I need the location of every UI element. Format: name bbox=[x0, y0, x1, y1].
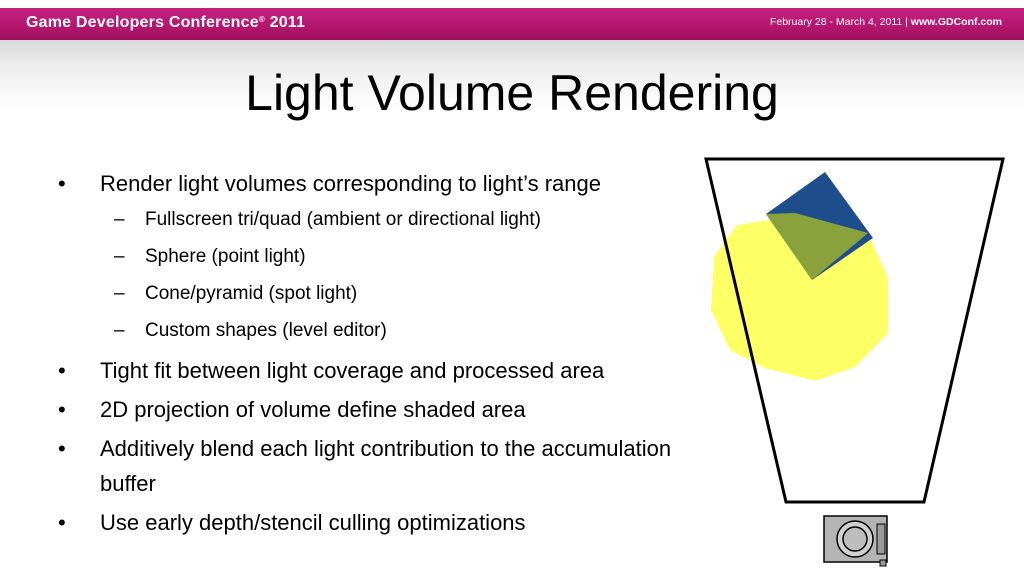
bullet-item: • Use early depth/stencil culling optimiz… bbox=[56, 505, 716, 540]
sub-bullet-text: Cone/pyramid (spot light) bbox=[145, 283, 358, 304]
dash-mark: – bbox=[114, 246, 125, 267]
bullet-text: Tight fit between light coverage and pro… bbox=[100, 358, 605, 383]
bullet-item: • Additively blend each light contributio… bbox=[56, 431, 716, 501]
light-overlap-area bbox=[766, 213, 868, 280]
registered-mark: ® bbox=[258, 15, 265, 24]
conference-dates: February 28 - March 4, 2011 | bbox=[769, 16, 911, 28]
bullet-mark: • bbox=[58, 397, 66, 422]
conference-name: Game Developers Conference bbox=[26, 14, 259, 31]
view-frustum bbox=[704, 157, 1005, 504]
bullet-item: • Tight fit between light coverage and pr… bbox=[56, 353, 716, 388]
slide-title: Light Volume Rendering bbox=[245, 65, 779, 121]
dash-mark: – bbox=[114, 209, 125, 230]
sub-bullet-text: Fullscreen tri/quad (ambient or directio… bbox=[145, 209, 542, 230]
bullet-text: Use early depth/stencil culling optimiza… bbox=[100, 510, 526, 535]
bullet-list: • Render light volumes corresponding to … bbox=[56, 166, 716, 544]
sub-bullet-list: –Fullscreen tri/quad (ambient or directi… bbox=[100, 201, 716, 349]
sub-bullet-item: –Sphere (point light) bbox=[56, 238, 716, 275]
bullet-mark: • bbox=[58, 358, 66, 383]
sub-bullet-item: –Custom shapes (level editor) bbox=[56, 312, 716, 349]
header-bar bbox=[0, 8, 1024, 40]
bullet-item: • Render light volumes corresponding to … bbox=[56, 166, 716, 349]
bullet-mark: • bbox=[58, 171, 66, 196]
dash-mark: – bbox=[114, 320, 125, 341]
bullet-text: 2D projection of volume define shaded ar… bbox=[100, 397, 526, 422]
conference-info: February 28 - March 4, 2011 | www.GDConf… bbox=[770, 16, 1002, 28]
bullet-mark: • bbox=[58, 510, 66, 535]
sub-bullet-text: Sphere (point light) bbox=[145, 246, 306, 267]
bullet-item: • 2D projection of volume define shaded a… bbox=[56, 392, 716, 427]
dash-mark: – bbox=[114, 283, 125, 304]
sub-bullet-item: –Cone/pyramid (spot light) bbox=[56, 275, 716, 312]
header-swoosh bbox=[0, 40, 1024, 110]
conference-url[interactable]: www.GDConf.com bbox=[910, 16, 1002, 28]
bullet-mark: • bbox=[58, 436, 66, 461]
conference-title: Game Developers Conference® 2011 bbox=[26, 14, 305, 32]
sub-bullet-item: –Fullscreen tri/quad (ambient or directi… bbox=[56, 201, 716, 238]
sub-bullet-text: Custom shapes (level editor) bbox=[145, 320, 387, 341]
bullet-text: Additively blend each light contribution… bbox=[100, 436, 672, 496]
light-volume-diagram bbox=[704, 157, 1005, 567]
bullet-text: Render light volumes corresponding to li… bbox=[100, 171, 601, 196]
camera-icon bbox=[823, 515, 888, 567]
conference-year: 2011 bbox=[264, 14, 306, 31]
